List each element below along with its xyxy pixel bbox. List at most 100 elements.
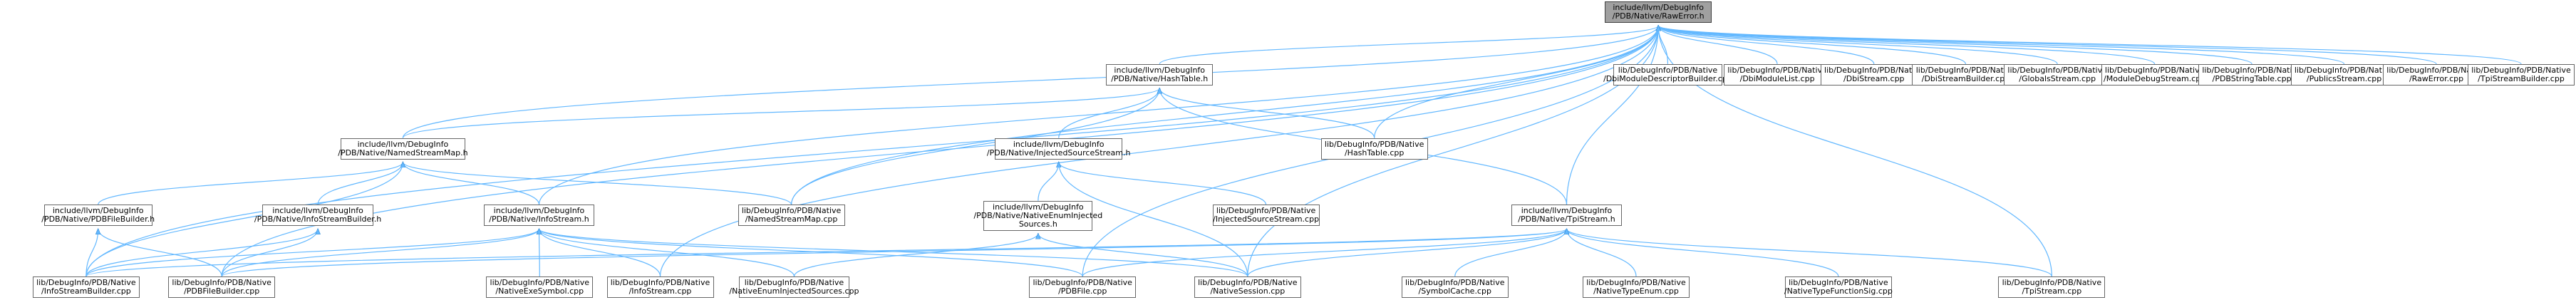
edge-hash_table_cpp-to-hash_table_h bbox=[1159, 88, 1375, 138]
edge-publics_stream_cpp-to-raw_error_h bbox=[1658, 26, 2345, 65]
node-line: lib/DebugInfo/PDB/Native bbox=[1727, 65, 1827, 75]
node-native-exe-symbol-cpp[interactable]: lib/DebugInfo/PDB/Native /NativeExeSymbo… bbox=[486, 276, 594, 298]
node-pdb-file-builder-cpp[interactable]: lib/DebugInfo/PDB/Native /PDBFileBuilder… bbox=[168, 276, 276, 298]
node-info-stream-builder-cpp[interactable]: lib/DebugInfo/PDB/Native /InfoStreamBuil… bbox=[32, 276, 140, 298]
node-line: lib/DebugInfo/PDB/Native bbox=[1618, 65, 1718, 75]
node-pdb-file-builder-h[interactable]: include/llvm/DebugInfo /PDB/Native/PDBFi… bbox=[41, 205, 155, 227]
edge-dbi_stream_cpp-to-raw_error_h bbox=[1658, 26, 1875, 65]
node-module-debug-stream-cpp[interactable]: lib/DebugInfo/PDB/Native /ModuleDebugStr… bbox=[2101, 63, 2208, 86]
node-line: include/llvm/DebugInfo bbox=[272, 206, 363, 216]
node-pdb-file-cpp[interactable]: lib/DebugInfo/PDB/Native /PDBFile.cpp bbox=[1029, 276, 1137, 298]
edge-info_stream_h-to-named_stream_map_h bbox=[403, 162, 540, 205]
node-line: include/llvm/DebugInfo bbox=[52, 206, 144, 216]
node-line: include/llvm/DebugInfo bbox=[1114, 65, 1206, 75]
node-line: /InfoStream.cpp bbox=[629, 286, 692, 296]
edge-tpi_stream_h-to-raw_error_h bbox=[1566, 26, 1659, 205]
node-named-stream-map-h[interactable]: include/llvm/DebugInfo /PDB/Native/Named… bbox=[338, 138, 468, 160]
node-line: lib/DebugInfo/PDB/Native bbox=[2002, 277, 2102, 287]
node-line: lib/DebugInfo/PDB/Native bbox=[1824, 65, 1924, 75]
node-line: /PDB/Native/InfoStreamBuilder.h bbox=[254, 214, 382, 224]
edge-info_stream_builder_cpp-to-pdb_file_builder_h bbox=[86, 229, 98, 276]
node-info-stream-cpp[interactable]: lib/DebugInfo/PDB/Native /InfoStream.cpp bbox=[606, 276, 714, 298]
edge-named_stream_map_h-to-hash_table_h bbox=[402, 88, 1159, 139]
node-native-session-cpp[interactable]: lib/DebugInfo/PDB/Native /NativeSession.… bbox=[1194, 276, 1301, 298]
edge-info_stream_builder_cpp-to-info_stream_h bbox=[86, 229, 539, 277]
edge-native_enum_injected_sources_h-to-injected_source_stream_h bbox=[1038, 162, 1059, 201]
node-pdb-string-table-cpp[interactable]: lib/DebugInfo/PDB/Native /PDBStringTable… bbox=[2198, 63, 2306, 86]
edge-native_session_cpp-to-injected_source_stream_h bbox=[1059, 162, 1248, 276]
node-native-enum-injected-sources-h[interactable]: include/llvm/DebugInfo /PDB/Native/Nativ… bbox=[973, 200, 1102, 231]
edge-native_enum_injected_sources_cpp-to-info_stream_h bbox=[539, 229, 795, 277]
node-line: lib/DebugInfo/PDB/Native bbox=[2471, 65, 2571, 75]
edge-dbi_module_list_cpp-to-raw_error_h bbox=[1658, 26, 1778, 65]
node-line: lib/DebugInfo/PDB/Native bbox=[1405, 277, 1505, 287]
node-line: /InjectedSourceStream.cpp bbox=[1213, 214, 1320, 224]
node-line: /DbiModuleList.cpp bbox=[1739, 73, 1815, 83]
node-line: lib/DebugInfo/PDB/Native bbox=[490, 277, 589, 287]
node-injected-source-stream-h[interactable]: include/llvm/DebugInfo /PDB/Native/Injec… bbox=[987, 138, 1130, 160]
node-info-stream-h[interactable]: include/llvm/DebugInfo /PDB/Native/InfoS… bbox=[484, 205, 594, 227]
edge-native_type_function_sig_cpp-to-tpi_stream_h bbox=[1567, 229, 1839, 277]
node-line: /PDB/Native/NativeEnumInjected bbox=[973, 210, 1103, 220]
node-line: /SymbolCache.cpp bbox=[1418, 286, 1491, 296]
edge-pdb_file_builder_cpp-to-info_stream_builder_h bbox=[221, 229, 318, 276]
edge-globals_stream_cpp-to-raw_error_h bbox=[1658, 26, 2058, 65]
edge-info_stream_builder_cpp-to-named_stream_map_h bbox=[86, 162, 403, 276]
node-line: include/llvm/DebugInfo bbox=[357, 139, 449, 149]
edge-native_enum_injected_sources_cpp-to-native_enum_injected_sources_h bbox=[793, 234, 1038, 277]
node-tpi-stream-cpp[interactable]: lib/DebugInfo/PDB/Native /TpiStream.cpp bbox=[1998, 276, 2106, 298]
node-line: /NamedStreamMap.cpp bbox=[745, 214, 838, 224]
node-hash-table-cpp[interactable]: lib/DebugInfo/PDB/Native /HashTable.cpp bbox=[1320, 138, 1428, 160]
node-native-type-function-sig-cpp[interactable]: lib/DebugInfo/PDB/Native /NativeTypeFunc… bbox=[1784, 276, 1893, 298]
node-injected-source-stream-cpp[interactable]: lib/DebugInfo/PDB/Native /InjectedSource… bbox=[1212, 205, 1320, 227]
edge-info_stream_cpp-to-raw_error_h bbox=[659, 26, 1659, 276]
node-native-type-enum-cpp[interactable]: lib/DebugInfo/PDB/Native /NativeTypeEnum… bbox=[1583, 276, 1690, 298]
edge-named_stream_map_cpp-to-hash_table_h bbox=[790, 88, 1160, 205]
node-line: /DbiModuleDescriptorBuilder.cpp bbox=[1603, 73, 1732, 83]
node-line: /PDB/Native/HashTable.h bbox=[1111, 73, 1209, 83]
node-dbi-stream-cpp[interactable]: lib/DebugInfo/PDB/Native /DbiStream.cpp bbox=[1820, 63, 1928, 86]
edge-module_debug_stream_cpp-to-raw_error_h bbox=[1658, 26, 2156, 65]
node-line: lib/DebugInfo/PDB/Native bbox=[2104, 65, 2205, 75]
node-line: /PDB/Native/NamedStreamMap.h bbox=[338, 148, 468, 157]
node-publics-stream-cpp[interactable]: lib/DebugInfo/PDB/Native /PublicsStream.… bbox=[2290, 63, 2398, 86]
node-line: Sources.h bbox=[1018, 219, 1057, 229]
node-line: /PDB/Native/InjectedSourceStream.h bbox=[986, 148, 1131, 157]
node-line: /NativeSession.cpp bbox=[1210, 286, 1286, 296]
node-tpi-stream-builder-cpp[interactable]: lib/DebugInfo/PDB/Native /TpiStreamBuild… bbox=[2468, 63, 2575, 86]
node-dbi-stream-builder-cpp[interactable]: lib/DebugInfo/PDB/Native /DbiStreamBuild… bbox=[1912, 63, 2019, 86]
node-line: lib/DebugInfo/PDB/Native bbox=[36, 277, 136, 287]
node-line: lib/DebugInfo/PDB/Native bbox=[1324, 139, 1424, 149]
node-raw-error-h: include/llvm/DebugInfo /PDB/Native/RawEr… bbox=[1605, 1, 1712, 23]
node-tpi-stream-h[interactable]: include/llvm/DebugInfo /PDB/Native/TpiSt… bbox=[1511, 205, 1622, 227]
node-line: lib/DebugInfo/PDB/Native bbox=[2386, 65, 2486, 75]
node-named-stream-map-cpp[interactable]: lib/DebugInfo/PDB/Native /NamedStreamMap… bbox=[738, 205, 845, 227]
node-line: include/llvm/DebugInfo bbox=[493, 206, 585, 216]
edge-native_type_enum_cpp-to-tpi_stream_h bbox=[1567, 229, 1637, 276]
node-line: /DbiStreamBuilder.cpp bbox=[1921, 73, 2010, 83]
node-line: lib/DebugInfo/PDB/Native bbox=[1789, 277, 1888, 287]
node-symbol-cache-cpp[interactable]: lib/DebugInfo/PDB/Native /SymbolCache.cp… bbox=[1401, 276, 1509, 298]
node-globals-stream-cpp[interactable]: lib/DebugInfo/PDB/Native /GlobalsStream.… bbox=[2004, 63, 2111, 86]
edge-pdb_file_builder_cpp-to-pdb_file_builder_h bbox=[98, 229, 222, 277]
node-line: /TpiStream.cpp bbox=[2022, 286, 2082, 296]
node-dbi-module-descriptor-builder-cpp[interactable]: lib/DebugInfo/PDB/Native /DbiModuleDescr… bbox=[1603, 63, 1732, 86]
edge-native_session_cpp-to-info_stream_h bbox=[539, 229, 1248, 277]
edge-named_stream_map_cpp-to-raw_error_h bbox=[790, 26, 1659, 205]
edge-pdb_file_builder_cpp-to-info_stream_h bbox=[221, 229, 539, 277]
node-line: /PDBFile.cpp bbox=[1058, 286, 1107, 296]
edge-pdb_string_table_cpp-to-raw_error_h bbox=[1658, 26, 2252, 65]
node-line: /PDB/Native/InfoStream.h bbox=[489, 214, 589, 224]
node-line: /PDBStringTable.cpp bbox=[2212, 73, 2292, 83]
edge-info_stream_cpp-to-info_stream_h bbox=[539, 229, 661, 276]
node-line: lib/DebugInfo/PDB/Native bbox=[2007, 65, 2107, 75]
node-hash-table-h[interactable]: include/llvm/DebugInfo /PDB/Native/HashT… bbox=[1106, 63, 1214, 86]
node-native-enum-injected-sources-cpp[interactable]: lib/DebugInfo/PDB/Native /NativeEnumInje… bbox=[729, 276, 859, 298]
node-dbi-module-list-cpp[interactable]: lib/DebugInfo/PDB/Native /DbiModuleList.… bbox=[1724, 63, 1831, 86]
edge-injected_source_stream_cpp-to-injected_source_stream_h bbox=[1059, 162, 1267, 205]
node-line: lib/DebugInfo/PDB/Native bbox=[1586, 277, 1686, 287]
node-info-stream-builder-h[interactable]: include/llvm/DebugInfo /PDB/Native/InfoS… bbox=[254, 205, 381, 227]
edge-pdb_file_cpp-to-tpi_stream_h bbox=[1082, 229, 1566, 277]
edge-pdb_file_builder_h-to-named_stream_map_h bbox=[98, 162, 403, 205]
